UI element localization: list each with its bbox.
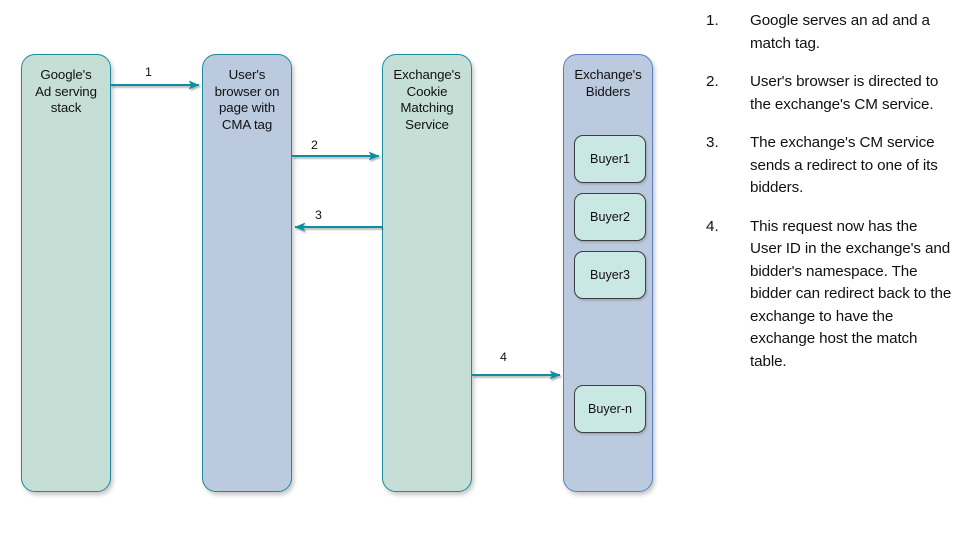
arrow-label-2: 2 [311, 138, 318, 152]
legend-text-4: This request now has the User ID in the … [750, 217, 952, 370]
legend-text-1: Google serves an ad and a match tag. [750, 12, 930, 52]
node-exchange-cookie-matching-service[interactable]: Exchange's Cookie Matching Service [382, 54, 472, 492]
buyer-chip-1[interactable]: Buyer1 [574, 135, 646, 183]
arrow-label-4: 4 [500, 350, 507, 364]
buyer-chip-2[interactable]: Buyer2 [574, 193, 646, 241]
buyer-chip-3[interactable]: Buyer3 [574, 251, 646, 299]
node-google-ad-serving-stack[interactable]: Google's Ad serving stack [21, 54, 111, 492]
buyer-label-n: Buyer-n [587, 402, 633, 416]
legend-item-3: 3. The exchange's CM service sends a red… [706, 132, 952, 200]
legend-number-4: 4. [706, 217, 719, 235]
legend-number-1: 1. [706, 12, 719, 29]
node-label-google-ad-serving-stack: Google's Ad serving stack [35, 67, 97, 116]
legend-number-2: 2. [706, 73, 719, 90]
buyer-chip-n[interactable]: Buyer-n [574, 385, 646, 433]
legend-item-4: 4. This request now has the User ID in t… [706, 216, 952, 374]
node-label-exchange-bidders: Exchange's Bidders [574, 67, 642, 99]
buyer-label-1: Buyer1 [590, 152, 630, 166]
legend-item-2: 2. User's browser is directed to the exc… [706, 71, 952, 116]
legend-list: 1. Google serves an ad and a match tag. … [706, 10, 952, 389]
buyer-label-2: Buyer2 [590, 210, 630, 224]
legend-text-2: User's browser is directed to the exchan… [750, 73, 939, 113]
node-user-browser[interactable]: User's browser on page with CMA tag [202, 54, 292, 492]
node-label-exchange-cookie-matching-service: Exchange's Cookie Matching Service [393, 67, 461, 132]
buyer-label-3: Buyer3 [590, 268, 630, 282]
legend-text-3: The exchange's CM service sends a redire… [750, 134, 938, 196]
arrow-label-1: 1 [145, 65, 152, 79]
legend-item-1: 1. Google serves an ad and a match tag. [706, 10, 952, 55]
arrow-label-3: 3 [315, 208, 322, 222]
node-label-user-browser: User's browser on page with CMA tag [214, 67, 280, 132]
legend-number-3: 3. [706, 134, 719, 151]
